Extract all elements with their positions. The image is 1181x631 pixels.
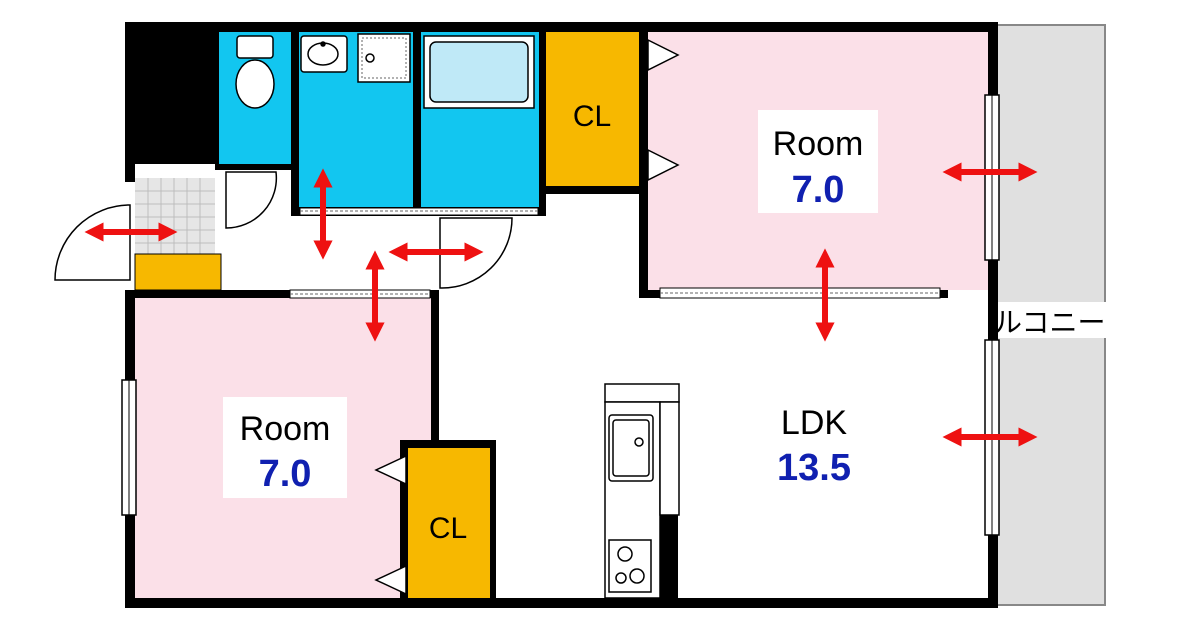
- ldk-size: 13.5: [777, 447, 851, 489]
- room-top-label: Room: [773, 125, 864, 163]
- sliding-doors: [289, 207, 941, 299]
- closet-top-label: CL: [573, 100, 611, 133]
- room-top-label-bg: [758, 110, 878, 213]
- ldk-label: LDK: [781, 404, 847, 442]
- movement-arrows: [84, 162, 1038, 447]
- closet-top-area: [546, 32, 639, 186]
- bathtub-icon: [423, 35, 535, 109]
- room-left-label-bg: [223, 397, 347, 498]
- shoe-box: [134, 253, 222, 291]
- closet-bottom-area: [408, 448, 490, 600]
- washbasin-icon: [300, 35, 348, 73]
- ldk-label-bg: [768, 395, 860, 491]
- washing-machine-pan-icon: [357, 33, 411, 83]
- room-left-label: Room: [240, 410, 331, 448]
- room-top-size: 7.0: [792, 169, 845, 211]
- sink-icon: [608, 414, 654, 482]
- stove-icon: [608, 539, 652, 593]
- closet-door-markers: [374, 38, 680, 596]
- room-left-size: 7.0: [259, 453, 312, 495]
- toilet-icon: [235, 35, 275, 109]
- closet-bottom-label: CL: [429, 512, 467, 545]
